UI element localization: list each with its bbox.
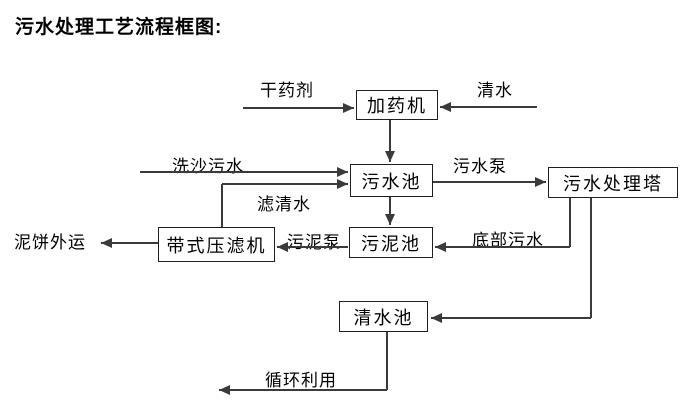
edge-clear-pool-to-recycling-arrowhead — [219, 385, 230, 395]
edge-sewage-pool-to-tower-segment — [433, 181, 546, 183]
flow-label-recycling-use: 循环利用 — [265, 371, 337, 390]
flow-label-dry-agent: 干药剂 — [260, 81, 314, 100]
edge-filtered-water-to-sewage-pool-segment — [221, 184, 223, 227]
edge-dosing-to-sewage-pool-arrowhead — [385, 151, 395, 162]
edge-sludge-pool-to-press-arrowhead — [277, 242, 288, 252]
edge-sewage-pool-to-tower-arrowhead — [535, 177, 546, 187]
node-sewage-pool: 污水池 — [350, 164, 433, 197]
edge-sewage-pool-to-sludge-pool-arrowhead — [385, 214, 395, 225]
node-belt-filter-press: 带式压滤机 — [158, 227, 275, 262]
edge-clear-water-to-dosing-arrowhead — [440, 102, 451, 112]
edge-sewage-pool-to-sludge-pool-segment — [389, 197, 391, 225]
edge-dry-agent-to-dosing-arrowhead — [343, 103, 354, 113]
edge-tower-to-clear-pool-arrowhead — [431, 313, 442, 323]
flow-label-clear-water: 清水 — [477, 81, 513, 100]
edge-filtered-water-to-sewage-pool-segment — [222, 183, 348, 185]
edge-press-to-mud-cake-arrowhead — [101, 238, 112, 248]
edge-tower-to-sludge-pool-segment — [569, 198, 571, 247]
page-title: 污水处理工艺流程框图: — [15, 17, 223, 38]
flow-label-bottom-sewage: 底部污水 — [472, 231, 544, 250]
flow-label-filtered-water: 滤清水 — [257, 195, 311, 214]
edge-sand-washing-to-sewage-pool-arrowhead — [337, 167, 348, 177]
edge-tower-to-clear-pool-segment — [590, 198, 592, 318]
edge-dry-agent-to-dosing-segment — [243, 107, 354, 109]
node-dosing-machine: 加药机 — [356, 90, 438, 120]
flow-label-sludge-pump: 污泥泵 — [287, 233, 341, 252]
edge-sand-washing-to-sewage-pool-segment — [140, 171, 348, 173]
edge-clear-pool-to-recycling-segment — [386, 332, 388, 390]
edge-press-to-mud-cake-segment — [101, 242, 158, 244]
node-clear-water-pool: 清水池 — [339, 301, 428, 332]
node-sludge-pool: 污泥池 — [349, 227, 433, 258]
edge-tower-to-sludge-pool-segment — [435, 246, 570, 248]
edge-filtered-water-to-sewage-pool-arrowhead — [337, 179, 348, 189]
edge-tower-to-clear-pool-segment — [431, 317, 591, 319]
edge-clear-pool-to-recycling-segment — [219, 389, 387, 391]
edge-dosing-to-sewage-pool-segment — [389, 120, 391, 162]
edge-tower-to-sludge-pool-arrowhead — [435, 242, 446, 252]
edge-clear-water-to-dosing-segment — [440, 106, 537, 108]
node-sewage-treatment-tower: 污水处理塔 — [548, 167, 678, 198]
flow-label-mud-cake-transport: 泥饼外运 — [14, 233, 86, 252]
flow-label-sewage-pump: 污水泵 — [453, 157, 507, 176]
flow-label-sand-washing-sewage: 洗沙污水 — [172, 157, 244, 176]
edge-sludge-pool-to-press-segment — [277, 246, 348, 248]
